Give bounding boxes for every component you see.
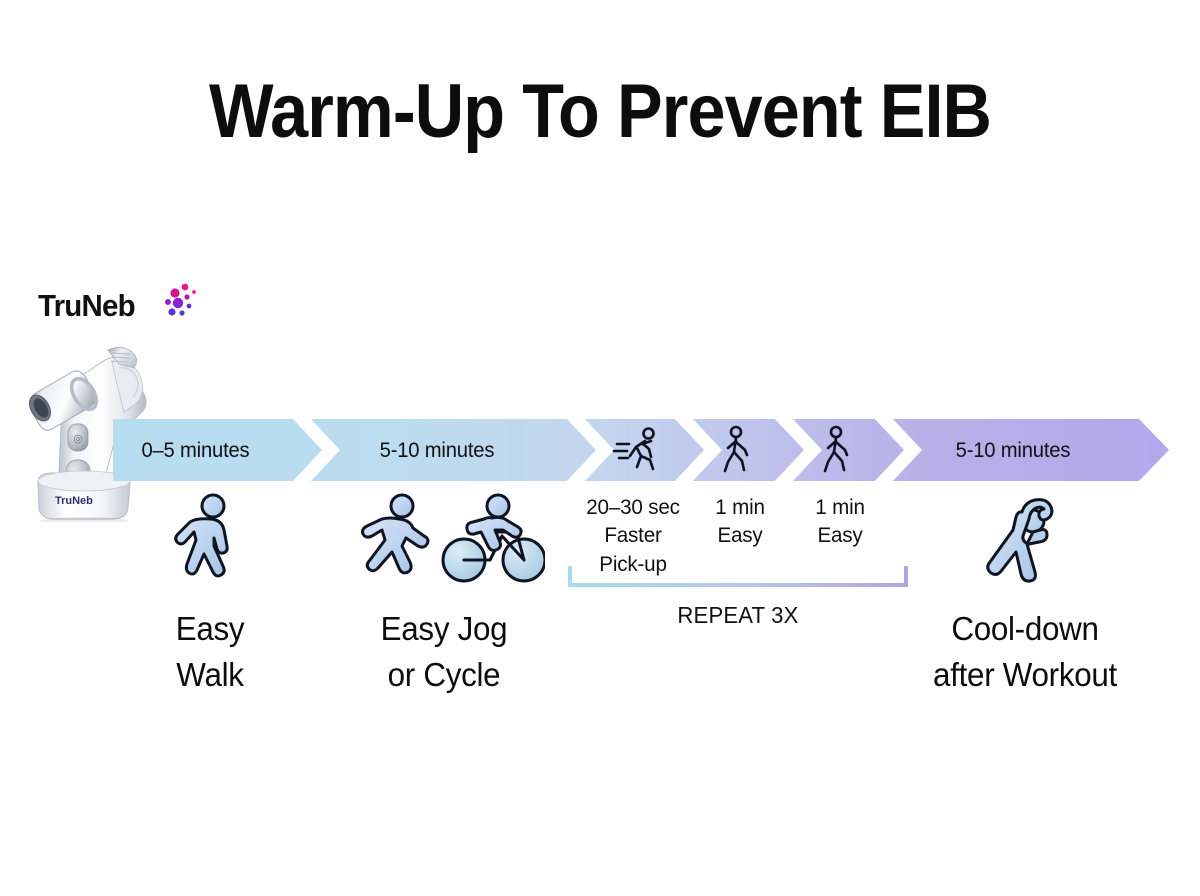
portable-mesh-nebulizer-device: ◎ ⏻ TruNeb (29, 347, 147, 522)
svg-text:◎: ◎ (73, 433, 83, 445)
repeat-label: REPEAT 3X (677, 602, 799, 628)
walking-icon (723, 425, 749, 473)
walking-icon-2 (823, 425, 849, 473)
segment-label-warmup-jog: 5-10 minutes (379, 438, 495, 462)
walking-person-icon (174, 493, 229, 578)
segment-label-warmup-walk: 0–5 minutes (141, 438, 250, 462)
activity-caption-easy-jog-or-cycle: Easy Jog or Cycle (380, 610, 508, 693)
page-title: Warm-Up To Prevent EIB (208, 69, 992, 154)
interval-pickup: 20–30 sec Faster Pick-up (586, 495, 680, 576)
cycling-person-icon (441, 493, 545, 583)
interval-easy-1: 1 min Easy (715, 495, 765, 548)
running-icon (612, 427, 655, 471)
repeat-bracket (568, 566, 908, 587)
activity-caption-cooldown: Cool-down after Workout (933, 610, 1117, 693)
running-person-icon (361, 493, 430, 575)
device-brand-mark: TruNeb (55, 495, 93, 507)
activity-caption-easy-walk: Easy Walk (175, 610, 245, 693)
particle-dots-icon (165, 283, 196, 316)
brand-logo: TruNeb (38, 283, 198, 334)
warm-up-timeline (113, 419, 1169, 481)
interval-easy-2: 1 min Easy (815, 495, 865, 548)
brand-name: TruNeb (38, 288, 136, 323)
segment-label-cooldown: 5-10 minutes (955, 438, 1071, 462)
stretching-person-icon (986, 498, 1054, 583)
